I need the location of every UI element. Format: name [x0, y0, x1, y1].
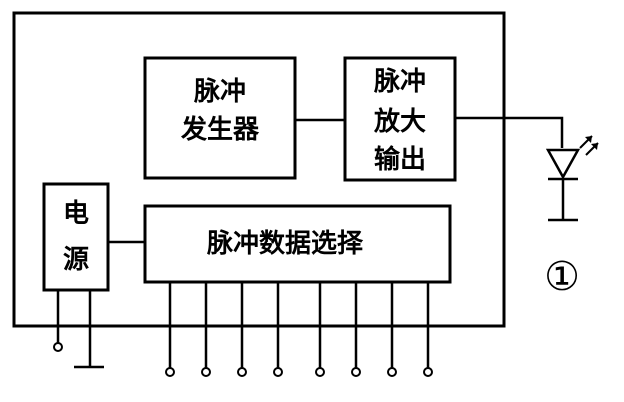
data-select-pin: [273, 282, 283, 377]
pulse-generator-label-line1: 脉冲: [194, 77, 246, 107]
output-wire: [455, 116, 564, 148]
pulse-data-select-block: 脉冲数据选择: [143, 204, 452, 284]
pulse-generator-block: 脉冲 发生器: [143, 56, 297, 180]
figure-number-mark: ①: [544, 254, 580, 300]
pulse-generator-label-line2: 发生器: [180, 114, 260, 145]
data-select-pin: [351, 282, 361, 377]
pulse-amplifier-label-line2: 放大: [373, 106, 426, 137]
pulse-data-select-label: 脉冲数据选择: [207, 229, 364, 259]
data-select-pin: [387, 282, 397, 377]
data-select-pin: [315, 282, 325, 377]
pulse-amplifier-label-line3: 输出: [374, 144, 426, 175]
power-terminals: [53, 290, 104, 369]
data-select-pin: [165, 282, 175, 377]
data-select-pin: [201, 282, 211, 377]
power-supply-label-line1: 电: [63, 199, 89, 229]
led-icon: [545, 135, 599, 222]
pulse-amplifier-label-line1: 脉冲: [374, 67, 426, 97]
power-supply-block: 电 源: [42, 182, 110, 292]
data-select-pin: [423, 282, 433, 377]
data-select-pins: [165, 282, 433, 377]
power-supply-label-line2: 源: [63, 245, 89, 275]
data-select-pin: [237, 282, 247, 377]
pulse-amplifier-block: 脉冲 放大 输出: [343, 56, 457, 182]
